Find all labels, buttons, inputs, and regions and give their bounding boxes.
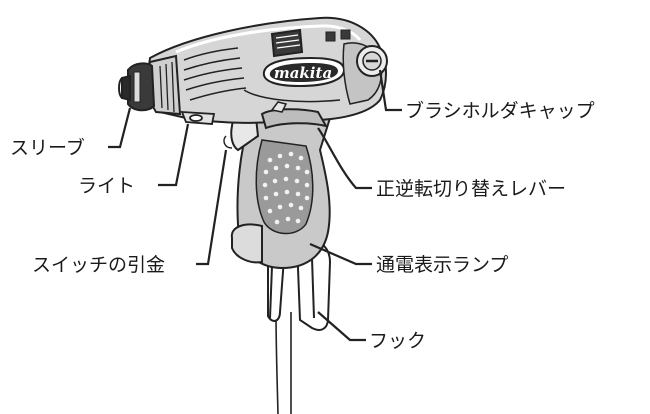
tool-body: makita: [147, 16, 387, 124]
power-cord: [275, 311, 292, 414]
label-power-lamp: 通電表示ランプ: [376, 254, 508, 276]
handle-grip: [230, 116, 332, 270]
label-switch-trigger: スイッチの引金: [32, 254, 165, 276]
label-reverse-lever: 正逆転切り替えレバー: [376, 178, 566, 200]
grip-texture: [262, 151, 310, 225]
body-vents: [183, 47, 247, 101]
label-brush-holder-cap: ブラシホルダキャップ: [405, 99, 595, 122]
brush-holder-cap: [356, 45, 388, 77]
work-light: [180, 111, 216, 125]
sleeve: [118, 62, 156, 112]
reverse-lever: [260, 101, 329, 130]
svg-text:makita: makita: [274, 64, 332, 82]
makita-logo: makita: [262, 56, 346, 88]
leader-lines: [108, 69, 402, 342]
label-hook: フック: [369, 330, 426, 352]
label-sleeve: スリーブ: [10, 136, 85, 159]
label-light: ライト: [78, 175, 135, 197]
